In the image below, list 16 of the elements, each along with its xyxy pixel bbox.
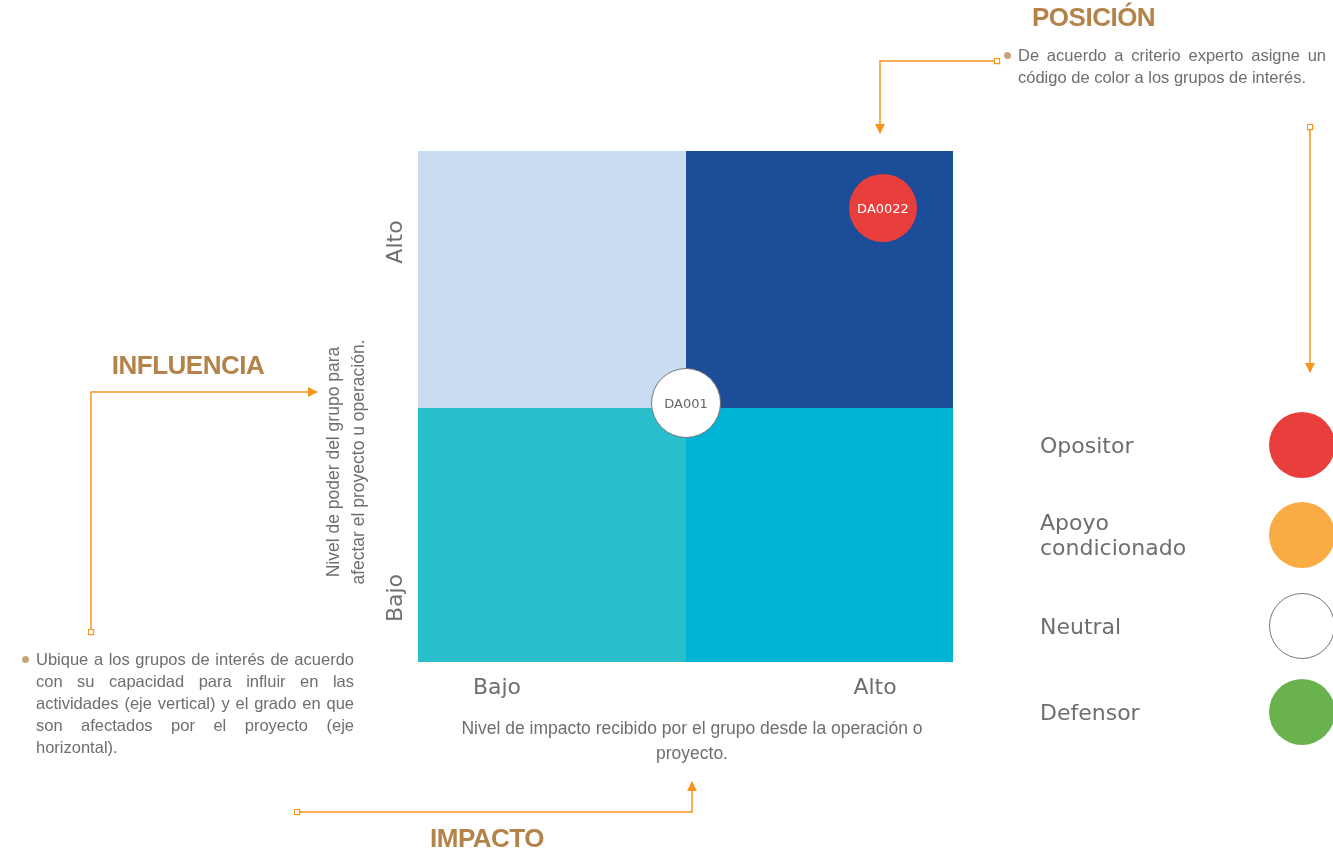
axis-value-label: Alto <box>382 220 408 264</box>
axis-value-label: Bajo <box>472 674 522 700</box>
legend-label: Apoyo condicionado <box>1040 510 1188 560</box>
section-heading: POSICIÓN <box>1032 2 1156 33</box>
axis-title: Nivel de poder del grupo para afectar el proyecto u operación. <box>321 327 373 597</box>
axis-value-label: Bajo <box>382 573 408 623</box>
note-text: Ubique a los grupos de interés de acuerdo con su capacidad para influir en las actividades (eje vertical) y el grado en que son afectados por el proyecto (eje horizontal). <box>36 649 354 758</box>
legend-label: Defensor <box>1040 699 1141 725</box>
axis-title: Nivel de impacto recibido por el grupo desde la operación o proyecto. <box>432 716 952 768</box>
quadrant <box>418 408 686 662</box>
quadrant <box>686 408 953 662</box>
note-text: De acuerdo a criterio experto asigne un código de color a los grupos de interés. <box>1018 45 1326 88</box>
legend-label: Opositor <box>1040 432 1135 458</box>
legend-label: Neutral <box>1040 613 1123 639</box>
stakeholder-marker: DA0022 <box>849 174 917 242</box>
axis-value-label: Alto <box>853 674 897 700</box>
